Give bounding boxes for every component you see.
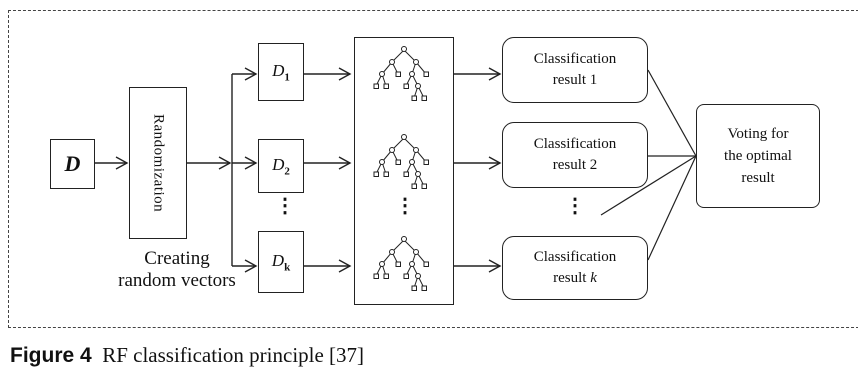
caption-figure-number: Figure 4 <box>10 344 92 367</box>
classification-result-2: Classification result 2 <box>502 122 648 188</box>
input-dataset-box: D <box>50 139 95 189</box>
caption-text: RF classification principle [37] <box>102 343 365 367</box>
result-2-line2: result 2 <box>552 157 598 173</box>
creating-line2: random vectors <box>118 270 236 291</box>
input-dataset-label: D <box>64 151 81 176</box>
randomization-box: Randomization <box>129 87 187 239</box>
result-ellipsis: ⋮ <box>565 195 585 217</box>
result-1-line2: result 1 <box>552 72 598 88</box>
line-result1-to-vote <box>647 69 697 157</box>
result-k-line1: Classification <box>533 249 617 265</box>
forest-container <box>354 37 454 305</box>
decision-tree-icon-1 <box>373 46 429 101</box>
line-ellipsis-to-vote <box>600 155 697 216</box>
line-resultk-to-vote <box>647 155 697 261</box>
creating-line1: Creating <box>144 248 210 269</box>
subset-box-d1: D1 <box>258 43 304 101</box>
subset-label-d2: D2 <box>272 154 290 178</box>
tree-ellipsis: ⋮ <box>395 195 415 217</box>
subset-label-d1: D1 <box>272 60 290 84</box>
decision-tree-icon-2 <box>373 134 429 189</box>
voting-line1: Voting for <box>727 126 789 142</box>
result-2-line1: Classification <box>533 136 617 152</box>
subset-label-dk: Dk <box>271 250 291 274</box>
result-1-line1: Classification <box>533 51 617 67</box>
subset-box-dk: Dk <box>258 231 304 293</box>
subset-box-d2: D2 <box>258 139 304 193</box>
figure-frame <box>8 10 858 328</box>
decision-tree-icon-k <box>373 236 429 291</box>
classification-result-k: Classification result k <box>502 236 648 300</box>
voting-line3: result <box>741 170 775 186</box>
voting-line2: the optimal <box>724 148 792 164</box>
creating-random-vectors-label: Creating random vectors <box>92 248 262 292</box>
subset-ellipsis: ⋮ <box>275 195 295 217</box>
randomization-label: Randomization <box>150 113 167 213</box>
result-k-line2: result k <box>553 270 597 286</box>
classification-result-1: Classification result 1 <box>502 37 648 103</box>
voting-box: Voting for the optimal result <box>696 104 820 208</box>
figure-caption: Figure 4 RF classification principle [37… <box>10 343 364 368</box>
